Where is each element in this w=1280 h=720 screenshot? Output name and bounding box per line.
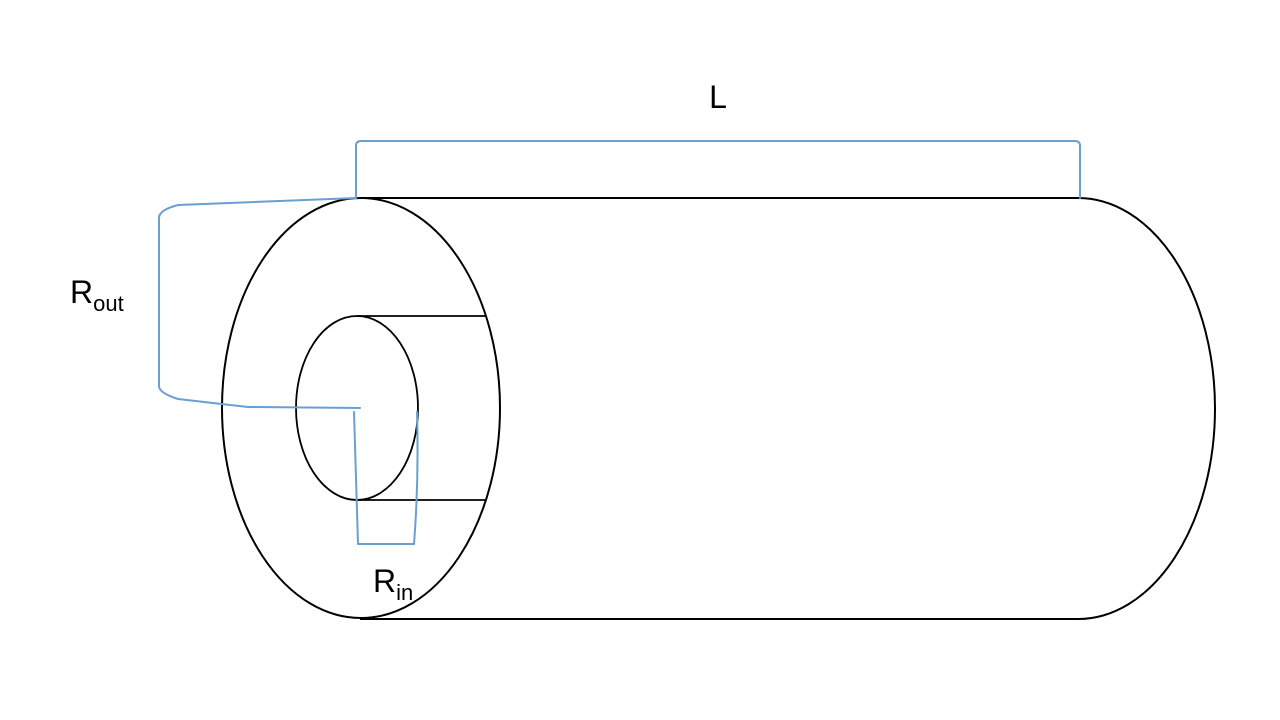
inner-radius-label-sub: in bbox=[396, 580, 413, 605]
dimension-labels: L Rout Rin bbox=[70, 79, 727, 605]
outer-radius-label-sub: out bbox=[93, 291, 124, 316]
length-label: L bbox=[709, 79, 727, 115]
outer-radius-bracket bbox=[158, 197, 361, 409]
length-bracket bbox=[355, 140, 1081, 199]
outer-radius-label-main: R bbox=[70, 274, 93, 310]
inner-radius-label: Rin bbox=[373, 563, 413, 605]
inner-radius-label-main: R bbox=[373, 563, 396, 599]
outer-radius-label: Rout bbox=[70, 274, 124, 316]
cylinder-body bbox=[360, 197, 1216, 620]
inner-radius-bracket bbox=[353, 411, 419, 545]
cylinder-back-end-arc bbox=[1077, 197, 1216, 620]
dimension-brackets bbox=[158, 140, 1081, 545]
outer-ellipse bbox=[221, 197, 501, 619]
